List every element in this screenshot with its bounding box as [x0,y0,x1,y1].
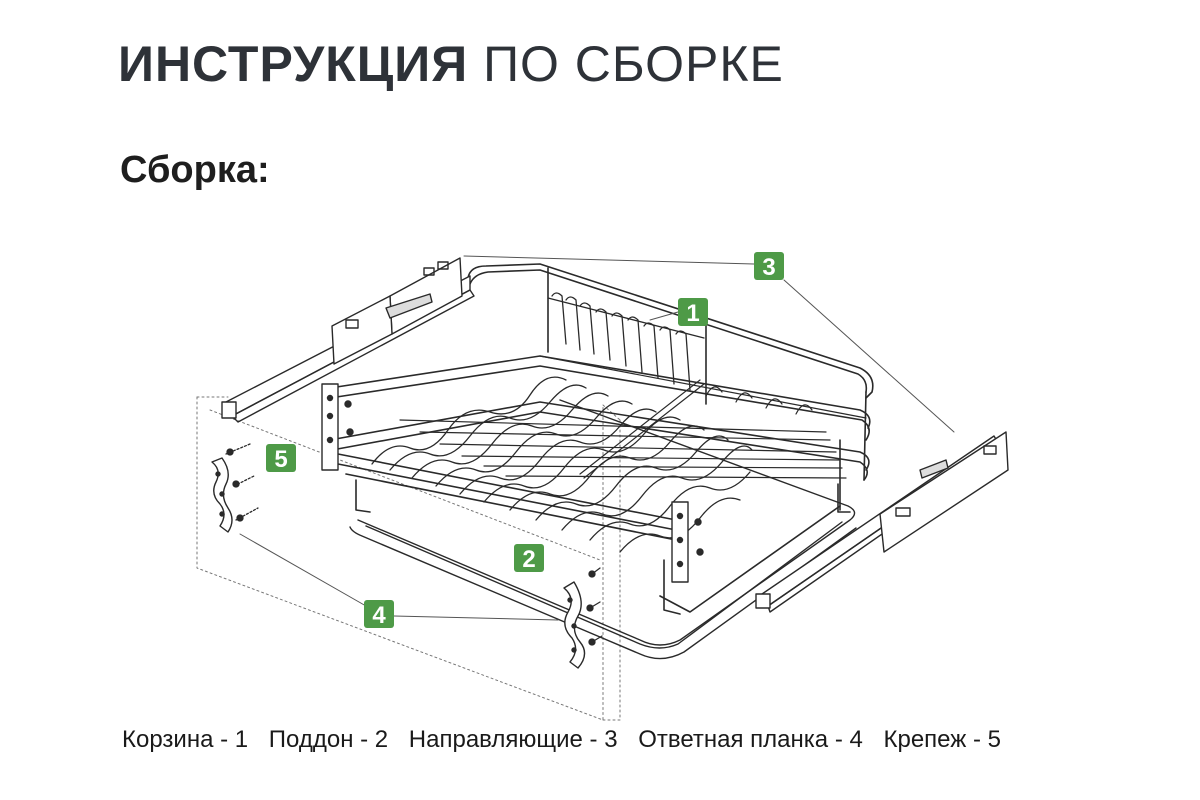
strike-plate-right [563,581,586,669]
callout-1-label: 1 [686,300,699,327]
page-title: ИНСТРУКЦИЯ ПО СБОРКЕ [118,34,784,94]
rack-wires-straight [399,355,867,479]
callout-4-label: 4 [372,602,386,629]
rack-wires-wavy [371,376,753,553]
callout-1-badge: 1 [678,298,708,327]
callout-5-badge: 5 [266,444,296,473]
page-title-light: ПО СБОРКЕ [483,36,784,92]
callout-5-label: 5 [274,446,287,473]
callout-3-label: 3 [762,254,775,281]
legend-item-guides: Направляющие - 3 [408,726,618,753]
runner-guide-right [755,431,1009,613]
screws-right [586,567,603,646]
back-wire-divider [547,292,705,391]
tray-pallet [349,399,857,660]
callout-2-badge: 2 [514,544,544,573]
legend-item-basket: Корзина - 1 [122,726,249,753]
parts-legend: Корзина - 1 Поддон - 2 Направляющие - 3 … [122,724,1122,756]
cabinet-wall-outline [196,396,621,721]
callout-2-label: 2 [522,546,535,573]
strike-plate-left [211,457,233,533]
runner-guide-left [221,257,475,423]
legend-item-tray: Поддон - 2 [268,726,389,753]
basket-bracket-left [321,383,354,471]
legend-item-strike-plate: Ответная планка - 4 [638,726,863,753]
basket-bracket-right [671,501,704,583]
page-title-bold: ИНСТРУКЦИЯ [118,36,469,92]
callout-4-badge: 4 [364,600,394,629]
callout-3-badge: 3 [754,252,784,281]
section-subtitle: Сборка: [120,149,270,191]
leader-lines [239,255,955,621]
legend-item-fasteners: Крепеж - 5 [883,726,1001,753]
screws-left [225,443,259,522]
